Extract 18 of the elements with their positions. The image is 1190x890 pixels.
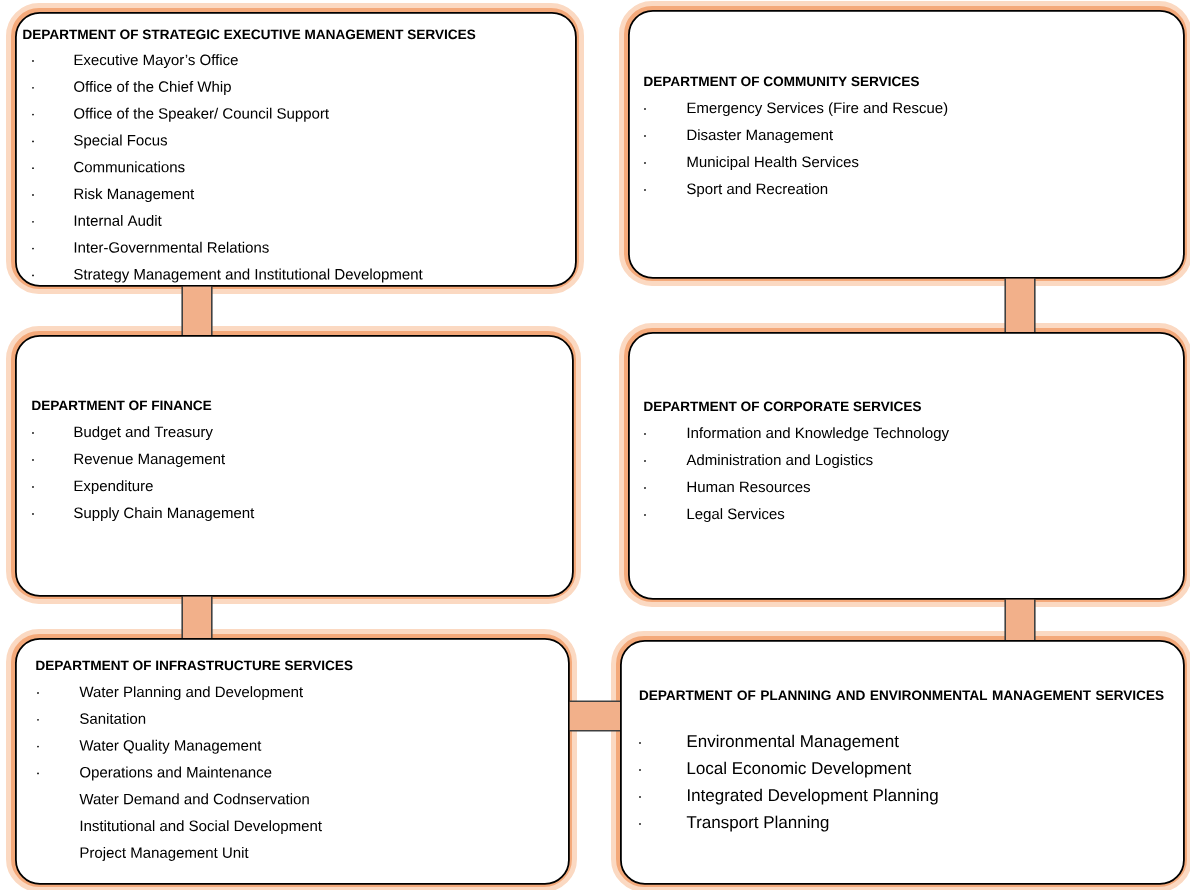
list-item: Expenditure — [74, 480, 153, 495]
connector-bar — [181, 286, 213, 335]
list-item: Sanitation — [80, 712, 146, 724]
list-item: Water Demand and Codnservation — [79, 793, 309, 805]
heading: DEPARTMENT OF FINANCE — [32, 400, 212, 411]
connector-bar — [569, 700, 620, 732]
connector-bar — [181, 596, 213, 638]
list-item: Project Management Unit — [80, 846, 249, 861]
connector-bar — [1004, 599, 1036, 640]
heading: DEPARTMENT OF INFRASTRUCTURE SERVICES — [36, 660, 353, 671]
list-item: Water Quality Management — [79, 739, 262, 754]
list-item: Water Planning and Development — [79, 686, 303, 701]
list-item: Revenue Management — [74, 453, 225, 468]
list-item: Operations and Maintenance — [80, 766, 272, 781]
list-item: Institutional and Social Development — [80, 820, 322, 835]
list-item: Budget and Treasury — [74, 426, 213, 441]
connector-bar — [1004, 278, 1036, 332]
list-item: Supply Chain Management — [74, 507, 255, 522]
